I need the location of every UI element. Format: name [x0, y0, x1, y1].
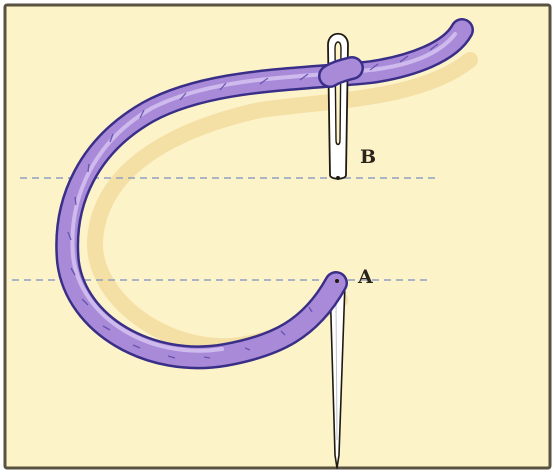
thread-highlight	[70, 32, 457, 353]
thread-twist-lines	[67, 43, 439, 359]
point-b-label: B	[360, 146, 377, 168]
point-a-label: A	[358, 266, 373, 288]
needle-eye	[334, 41, 342, 146]
thread-through-eye-fill	[320, 58, 362, 86]
needle-shading	[335, 299, 338, 441]
thread-fill	[57, 20, 472, 367]
point-a-marker	[335, 279, 339, 283]
point-b-marker	[336, 176, 340, 180]
